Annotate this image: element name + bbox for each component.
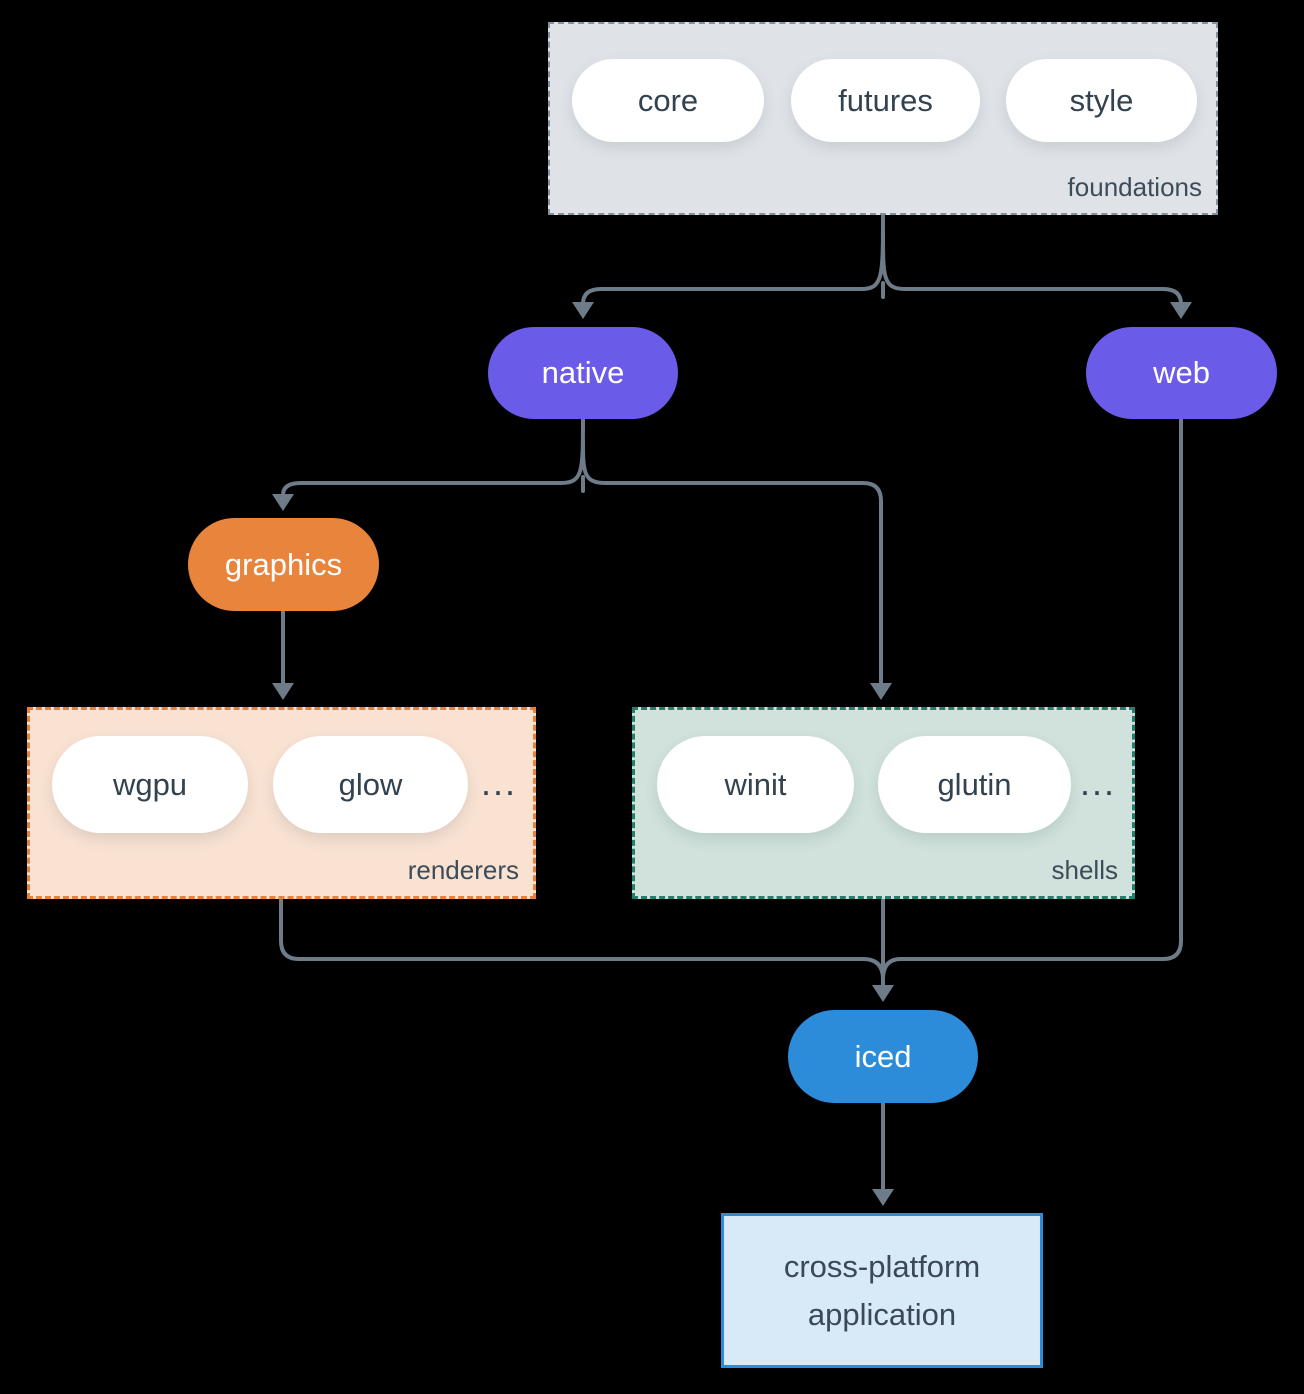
node-iced: iced: [788, 1010, 978, 1103]
arrowhead-shells: [870, 683, 892, 700]
node-winit-label: winit: [724, 766, 787, 802]
node-web: web: [1086, 327, 1277, 419]
edge-web-merge: [881, 417, 1183, 981]
arrowhead-iced: [872, 985, 894, 1002]
renderers-group-label: renderers: [407, 855, 519, 885]
arrowhead-web: [1170, 302, 1192, 319]
arrowhead-application: [872, 1189, 894, 1206]
node-glutin: glutin: [878, 736, 1071, 833]
foundations-group: core futures style foundations: [548, 22, 1218, 215]
node-glutin-label: glutin: [937, 766, 1012, 802]
edge-native-graphics: [281, 417, 585, 497]
node-graphics: graphics: [188, 518, 379, 611]
node-style: style: [1006, 59, 1197, 142]
node-glow-label: glow: [338, 766, 403, 802]
node-wgpu: wgpu: [52, 736, 248, 833]
shells-group: winit glutin ... shells: [632, 707, 1135, 899]
node-wgpu-label: wgpu: [112, 766, 188, 802]
node-glow: glow: [273, 736, 468, 833]
node-winit: winit: [657, 736, 854, 833]
arrowhead-renderers: [272, 683, 294, 700]
application-label-line2: application: [807, 1296, 957, 1332]
node-core: core: [572, 59, 764, 142]
arrowhead-graphics: [272, 494, 294, 511]
application-label-line1: cross-platform: [783, 1248, 981, 1284]
edge-native-shells: [581, 438, 883, 685]
node-style-label: style: [1069, 82, 1134, 118]
arrowhead-native: [572, 302, 594, 319]
renderers-ellipsis: ...: [480, 762, 517, 803]
node-futures-label: futures: [838, 82, 933, 118]
node-futures: futures: [791, 59, 980, 142]
node-web-label: web: [1153, 355, 1210, 390]
foundations-group-label: foundations: [1067, 172, 1202, 202]
edge-renderers-merge: [279, 897, 885, 981]
shells-ellipsis: ...: [1079, 762, 1116, 803]
edge-foundations-web: [881, 231, 1183, 306]
node-native: native: [488, 327, 678, 419]
renderers-group: wgpu glow ... renderers: [27, 707, 536, 899]
node-cross-platform-application: cross-platform application: [721, 1213, 1043, 1368]
shells-group-label: shells: [1051, 855, 1118, 885]
node-core-label: core: [637, 82, 699, 118]
node-graphics-label: graphics: [224, 546, 343, 582]
edge-foundations-native: [581, 213, 885, 306]
node-native-label: native: [541, 355, 625, 390]
node-iced-label: iced: [854, 1038, 912, 1074]
